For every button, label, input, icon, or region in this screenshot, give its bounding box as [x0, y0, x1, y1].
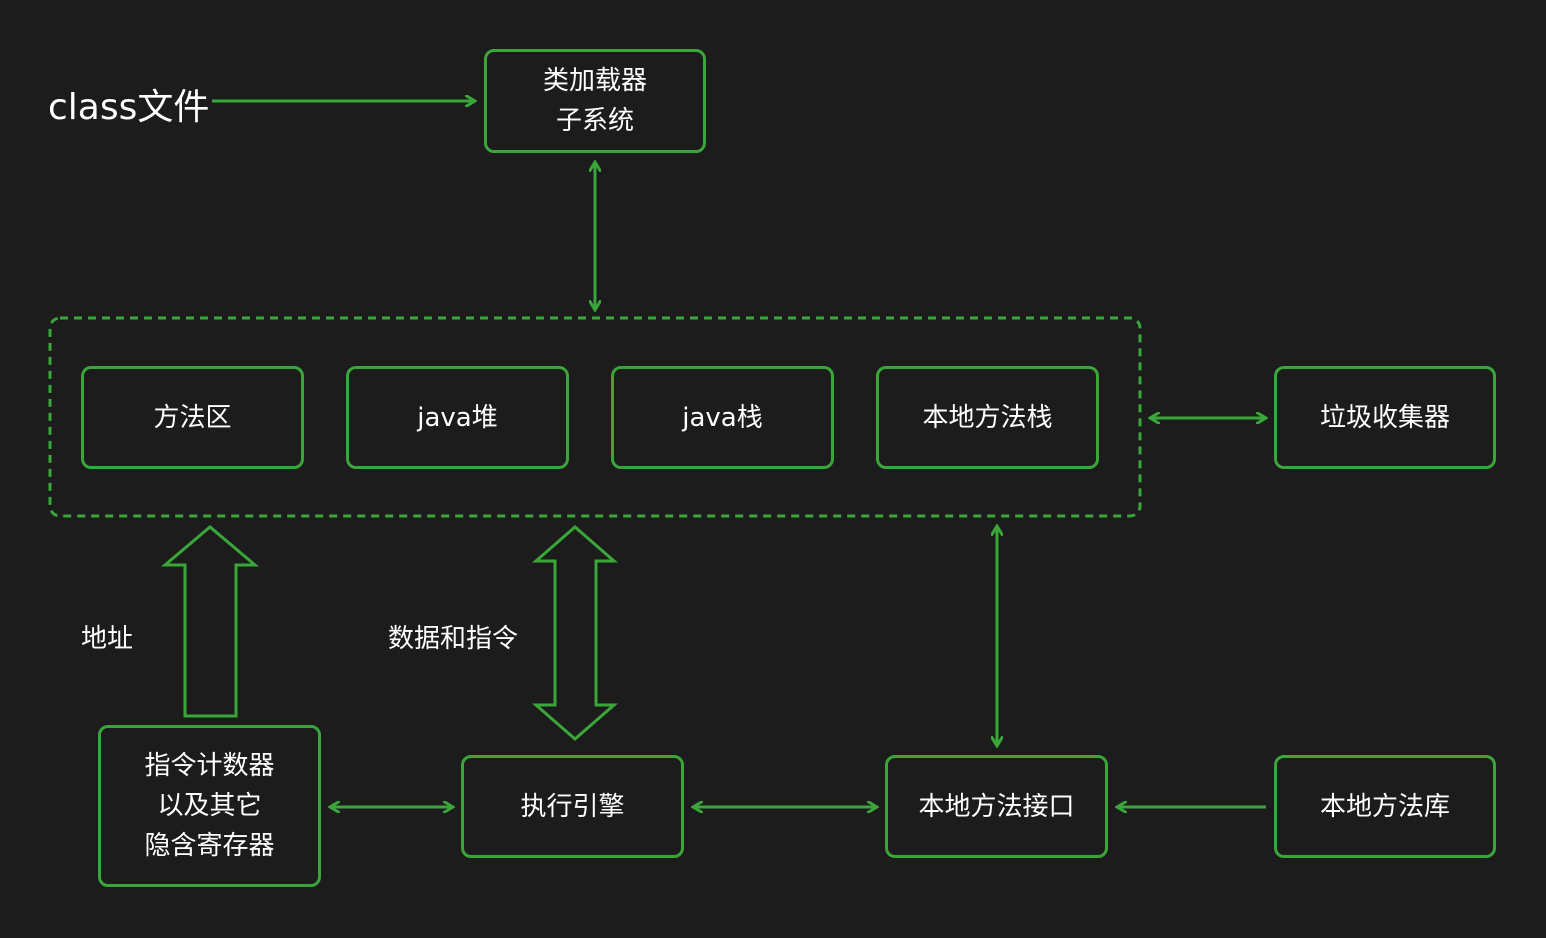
execution-engine-box: 执行引擎	[461, 755, 684, 858]
data-instructions-block-arrow	[531, 525, 619, 741]
runtime-data-area-border	[48, 316, 1142, 518]
address-edge-label: 地址	[81, 624, 134, 654]
native-method-library-box: 本地方法库	[1274, 755, 1496, 858]
address-block-arrow	[160, 525, 260, 718]
method-area-box: 方法区	[81, 366, 304, 469]
class-file-label: class文件	[48, 87, 210, 128]
java-heap-box: java堆	[346, 366, 569, 469]
class-loader-subsystem-box: 类加载器 子系统	[484, 49, 706, 153]
native-method-stack-box: 本地方法栈	[876, 366, 1099, 469]
java-stack-box: java栈	[611, 366, 834, 469]
program-counter-box: 指令计数器 以及其它 隐含寄存器	[98, 725, 321, 887]
data-instructions-edge-label: 数据和指令	[388, 624, 519, 654]
garbage-collector-box: 垃圾收集器	[1274, 366, 1496, 469]
native-method-interface-box: 本地方法接口	[885, 755, 1108, 858]
